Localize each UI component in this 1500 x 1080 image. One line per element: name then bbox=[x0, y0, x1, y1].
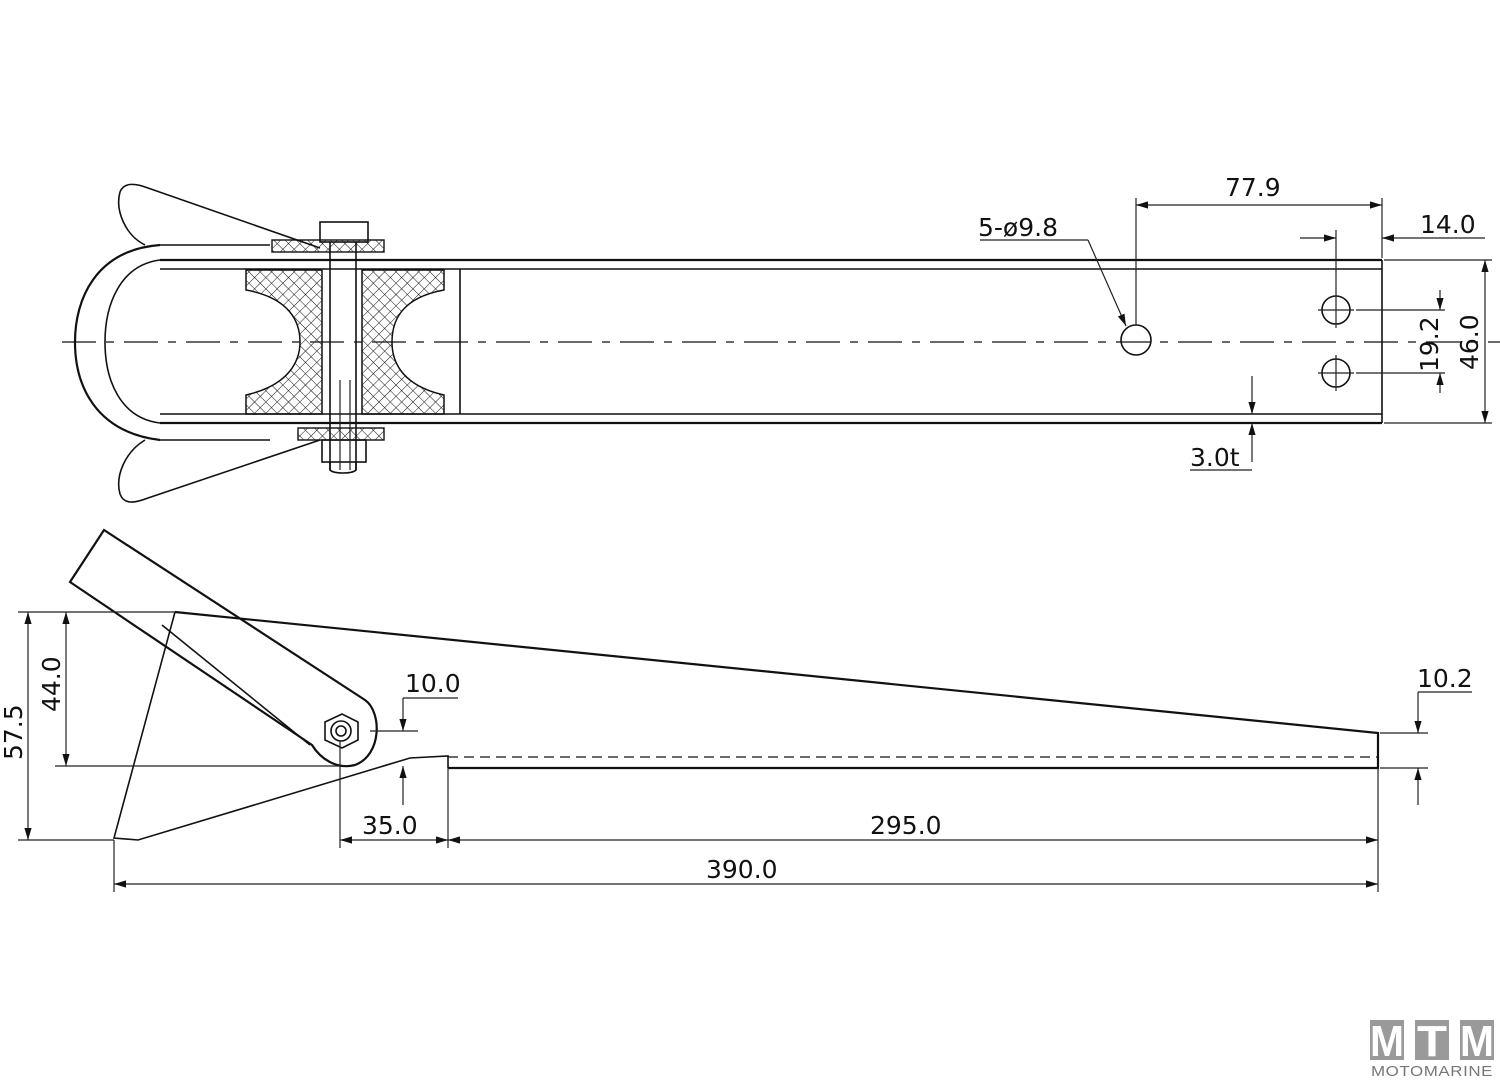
top-view: 77.9 14.0 5-ø9.8 19.2 46.0 bbox=[62, 173, 1500, 503]
logo-wordmark: MOTOMARINE bbox=[1371, 1063, 1493, 1080]
dim-295-0: 295.0 bbox=[448, 811, 1378, 844]
logo-letter-box bbox=[1415, 1020, 1449, 1060]
dim-10-0-label: 10.0 bbox=[405, 669, 461, 698]
dim-46-0: 46.0 bbox=[1384, 259, 1492, 424]
dim-19-2-label: 19.2 bbox=[1415, 316, 1444, 372]
bolt bbox=[319, 221, 369, 474]
dim-44-0: 44.0 bbox=[37, 612, 340, 767]
dim-holes: 5-ø9.8 bbox=[978, 213, 1127, 327]
side-view: 57.5 44.0 10.0 10.2 bbox=[0, 528, 1473, 892]
dim-57-5: 57.5 bbox=[0, 611, 175, 841]
dim-holes-label: 5-ø9.8 bbox=[978, 213, 1058, 242]
pivot-nut bbox=[324, 713, 359, 749]
roller-section bbox=[245, 239, 445, 441]
brand-logo: M T M MOTOMARINE bbox=[1370, 1017, 1494, 1080]
dim-390-0-label: 390.0 bbox=[706, 855, 778, 884]
dim-10-0: 10.0 bbox=[370, 669, 461, 805]
dim-14-0-label: 14.0 bbox=[1420, 210, 1476, 239]
logo-letter-m1: M bbox=[1370, 1017, 1404, 1066]
dim-10-2: 10.2 bbox=[1380, 664, 1473, 805]
dim-57-5-label: 57.5 bbox=[0, 704, 28, 760]
dim-35-0: 35.0 bbox=[340, 811, 448, 844]
dim-77-9-label: 77.9 bbox=[1225, 173, 1281, 202]
dim-10-2-label: 10.2 bbox=[1417, 664, 1473, 693]
dim-77-9: 77.9 bbox=[1135, 173, 1383, 325]
dim-thickness: 3.0t bbox=[1190, 376, 1256, 472]
dim-390-0: 390.0 bbox=[114, 855, 1378, 888]
dim-35-0-label: 35.0 bbox=[362, 811, 418, 840]
dim-46-0-label: 46.0 bbox=[1455, 314, 1484, 370]
logo-letter-t: T bbox=[1417, 1017, 1447, 1066]
wing-ears bbox=[118, 183, 321, 503]
logo-letter-box bbox=[1370, 1020, 1404, 1060]
logo-letter-m2: M bbox=[1460, 1017, 1494, 1066]
dim-14-0: 14.0 bbox=[1300, 210, 1485, 292]
logo-letter-box bbox=[1460, 1020, 1494, 1060]
dim-thickness-label: 3.0t bbox=[1190, 443, 1240, 472]
dim-19-2: 19.2 bbox=[1356, 290, 1445, 393]
dim-44-0-label: 44.0 bbox=[37, 656, 66, 712]
dim-295-0-label: 295.0 bbox=[870, 811, 942, 840]
lever-arm bbox=[68, 528, 378, 768]
side-body bbox=[112, 610, 1380, 841]
